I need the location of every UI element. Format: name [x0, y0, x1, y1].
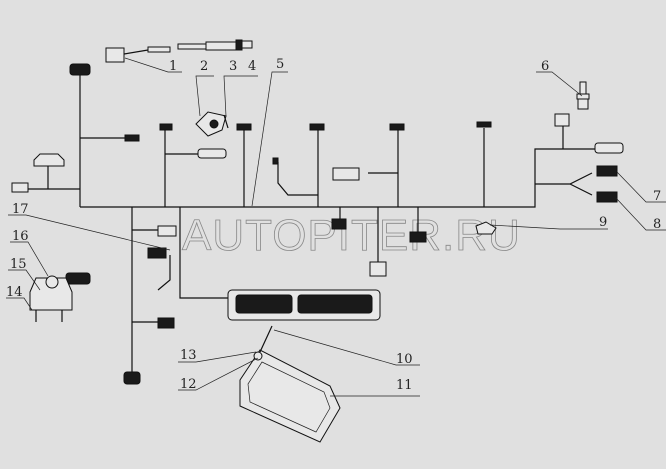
harness-wires: [22, 75, 595, 372]
callout-4: 4: [248, 59, 256, 74]
ecu-module: [239, 325, 341, 443]
callout-2: 2: [200, 59, 208, 74]
map-sensor: [195, 111, 229, 137]
callout-16: 16: [12, 229, 29, 244]
callout-7: 7: [653, 189, 661, 204]
callout-5: 5: [276, 57, 284, 72]
ecu-connector-block: [227, 289, 381, 321]
callout-3: 3: [229, 59, 237, 74]
relay-box: [29, 275, 73, 322]
oxygen-sensor: [105, 39, 253, 63]
callout-1: 1: [169, 59, 177, 74]
callout-11: 11: [396, 378, 413, 393]
callout-8: 8: [653, 217, 661, 232]
callout-13: 13: [180, 348, 197, 363]
pressure-switch: [576, 81, 590, 110]
watermark: AUTOPITER.RU: [182, 211, 521, 260]
callout-12: 12: [180, 377, 197, 392]
leader-lines: [6, 57, 666, 397]
callout-6: 6: [541, 59, 549, 74]
callout-15: 15: [10, 257, 27, 272]
callout-9: 9: [599, 215, 607, 230]
callout-labels: 1 2 3 4 5 6 7 8 9 10 11 12 13 14 15 16 1…: [6, 57, 661, 393]
callout-14: 14: [6, 285, 23, 300]
callout-10: 10: [396, 352, 413, 367]
callout-17: 17: [12, 202, 29, 217]
connectors: [11, 63, 624, 385]
